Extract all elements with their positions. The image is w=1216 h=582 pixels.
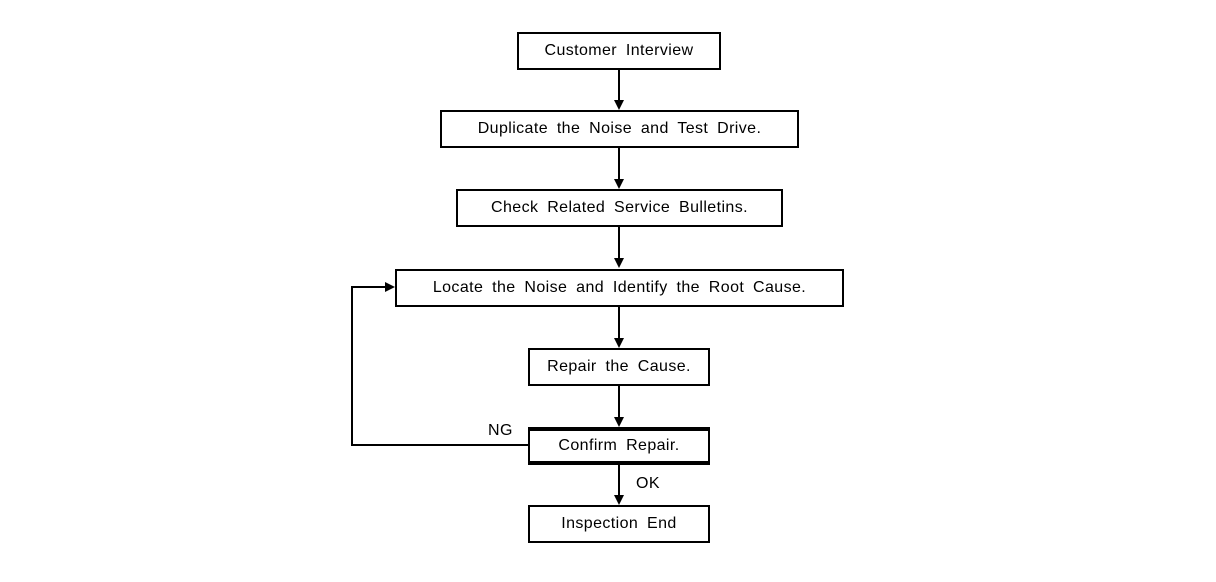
arrowhead-down-icon-edge3: [614, 258, 624, 268]
node-duplicate-noise[interactable]: Duplicate the Noise and Test Drive.: [440, 110, 799, 148]
node-label-inspection-end: Inspection End: [561, 515, 677, 532]
node-label-locate-noise: Locate the Noise and Identify the Root C…: [432, 279, 807, 296]
node-customer-interview[interactable]: Customer Interview: [517, 32, 721, 70]
node-check-bulletins[interactable]: Check Related Service Bulletins.: [456, 189, 783, 227]
node-label-confirm-repair: Confirm Repair.: [558, 437, 680, 454]
edge-label-ng: NG: [488, 422, 513, 439]
arrowhead-down-icon-edge7: [614, 495, 624, 505]
edge-customer-interview-to-duplicate-noise: [618, 70, 620, 101]
edge-ng-segment-vertical-rail: [351, 286, 353, 445]
node-confirm-repair[interactable]: Confirm Repair.: [528, 427, 710, 465]
edge-ng-segment-horizontal-top: [351, 286, 387, 288]
node-inspection-end[interactable]: Inspection End: [528, 505, 710, 543]
arrowhead-right-icon-ng-loop: [385, 282, 395, 292]
edge-label-ok: OK: [636, 475, 660, 492]
node-label-check-bulletins: Check Related Service Bulletins.: [491, 199, 748, 216]
node-label-repair-cause: Repair the Cause.: [547, 358, 691, 375]
edge-duplicate-noise-to-check-bulletins: [618, 148, 620, 180]
edge-locate-noise-to-repair-cause: [618, 307, 620, 339]
arrowhead-down-icon-edge5: [614, 417, 624, 427]
edge-ng-segment-horizontal-bottom: [351, 444, 529, 446]
arrowhead-down-icon-edge4: [614, 338, 624, 348]
edge-check-bulletins-to-locate-noise: [618, 227, 620, 259]
node-label-duplicate-noise: Duplicate the Noise and Test Drive.: [477, 120, 762, 137]
edge-confirm-repair-to-inspection-end: [618, 465, 620, 496]
node-repair-cause[interactable]: Repair the Cause.: [528, 348, 710, 386]
edge-repair-cause-to-confirm-repair: [618, 386, 620, 418]
node-label-customer-interview: Customer Interview: [544, 42, 694, 59]
node-locate-noise[interactable]: Locate the Noise and Identify the Root C…: [395, 269, 844, 307]
arrowhead-down-icon-edge2: [614, 179, 624, 189]
arrowhead-down-icon-edge1: [614, 100, 624, 110]
